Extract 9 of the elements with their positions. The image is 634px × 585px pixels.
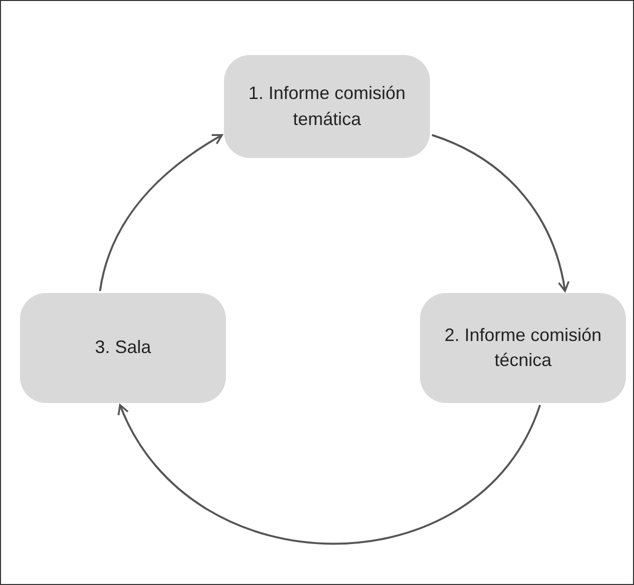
box-label: 2. Informe comisión técnica [443,324,603,372]
curved-arrow [99,134,223,292]
curved-arrow [118,404,541,545]
curved-arrow [432,134,570,292]
process-box [20,293,226,403]
box-label: 3. Sala [94,336,152,360]
process-box [420,293,626,403]
box-label: 1. Informe comisión temática [247,82,407,130]
process-box [224,55,430,158]
